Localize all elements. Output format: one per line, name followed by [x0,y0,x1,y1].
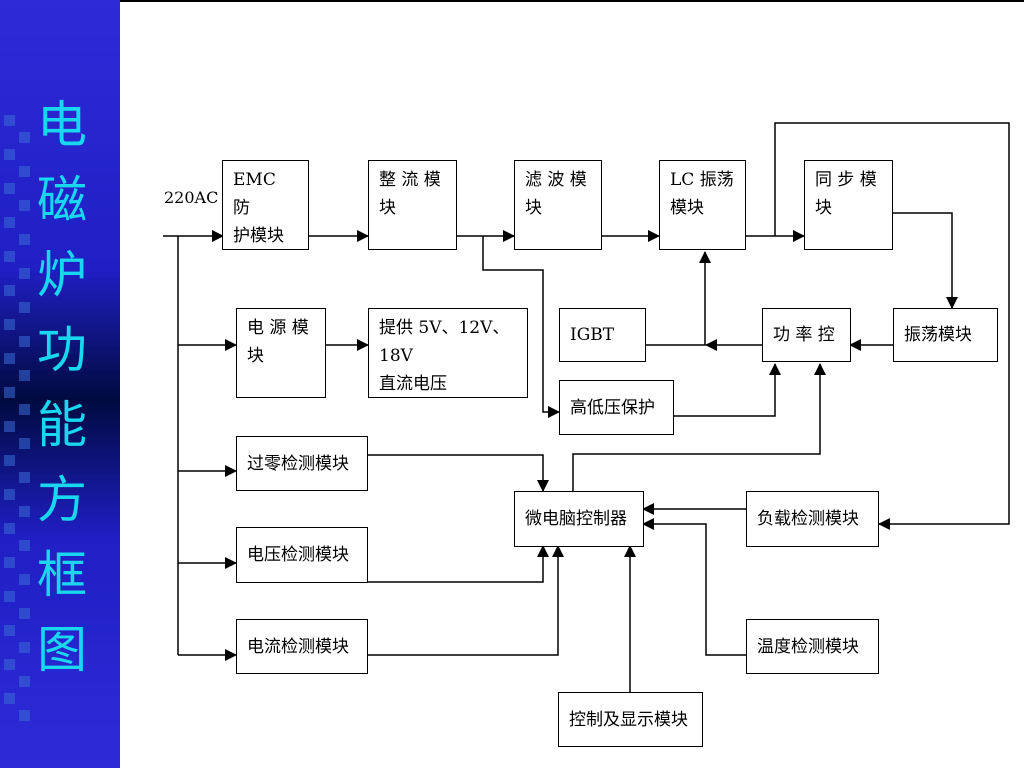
sidebar-square [19,608,30,619]
zero-cross-detect-block: 过零检测模块 [236,436,368,491]
sidebar-square [4,387,15,398]
sidebar-square [19,710,30,721]
sidebar-square [19,132,30,143]
arrow-protect-powerctrl [673,363,781,417]
arrow-mcu-powerctrl [572,363,826,491]
sidebar-square [4,149,15,160]
hv-lv-protection-block: 高低压保护 [559,380,674,435]
sidebar-square [4,455,15,466]
sidebar-square [4,285,15,296]
arrow-zero-mcu [367,454,549,492]
sidebar-square [19,166,30,177]
sidebar-square [4,625,15,636]
sidebar-square [19,676,30,687]
sidebar-square [4,183,15,194]
control-display-block: 控制及显示模块 [558,692,703,747]
arrow-voltage-mcu [367,545,549,583]
sidebar-square [19,404,30,415]
lc-oscillation-block: LC 振荡 模块 [659,160,746,250]
temperature-detect-block: 温度检测模块 [746,619,879,674]
sidebar-square [4,557,15,568]
title-char: 图 [37,621,87,679]
current-detect-block: 电流检测模块 [236,619,368,674]
sidebar-square [4,353,15,364]
supply-output-block: 提供 5V、12V、18V 直流电压 [368,308,528,398]
sidebar-square [4,591,15,602]
sidebar-square [4,693,15,704]
sidebar: 电 磁 炉 功 能 方 框 图 [0,0,120,768]
sidebar-square [19,506,30,517]
sidebar-square [19,200,30,211]
sidebar-square [19,574,30,585]
title-char: 功 [37,321,87,379]
igbt-block: IGBT [559,308,646,362]
sidebar-square [4,523,15,534]
filter-block: 滤 波 模 块 [514,160,602,250]
title-char: 能 [37,396,87,454]
sidebar-square [4,659,15,670]
microcontroller-block: 微电脑控制器 [514,491,644,547]
sidebar-square [19,268,30,279]
sidebar-square [19,642,30,653]
title-char: 磁 [37,171,87,229]
sidebar-square [19,302,30,313]
sidebar-square [4,421,15,432]
rectifier-block: 整 流 模 块 [368,160,457,250]
oscillation-block: 振荡模块 [893,308,998,362]
sidebar-square [4,251,15,262]
top-rule [120,0,1024,2]
title-char: 框 [37,546,87,604]
arrow-current-mcu [367,545,564,656]
arrow-temp-mcu [642,518,746,656]
arrow-lc-load [774,122,1010,530]
sidebar-square [4,489,15,500]
sidebar-square [19,472,30,483]
sidebar-square [19,540,30,551]
power-control-block: 功 率 控 [762,308,851,362]
arrow-igbt-lc [645,251,711,346]
sidebar-square [19,438,30,449]
voltage-detect-block: 电压检测模块 [236,527,368,583]
input-label: 220AC [164,188,219,207]
sidebar-square [4,217,15,228]
title-char: 电 [37,96,87,154]
sidebar-square [4,115,15,126]
load-detect-block: 负载检测模块 [746,491,879,547]
title-char: 方 [37,471,87,529]
power-supply-block: 电 源 模 块 [236,308,326,398]
title-char: 炉 [37,246,87,304]
sidebar-square [4,319,15,330]
sync-block: 同 步 模 块 [804,160,893,250]
emc-protection-block: EMC 防 护模块 [222,160,309,250]
slide-title: 电 磁 炉 功 能 方 框 图 [34,88,90,688]
sidebar-square [19,370,30,381]
arrow-sync-osc [892,212,958,309]
arrow-tap-protect [482,236,560,418]
sidebar-square [19,336,30,347]
sidebar-square [19,234,30,245]
